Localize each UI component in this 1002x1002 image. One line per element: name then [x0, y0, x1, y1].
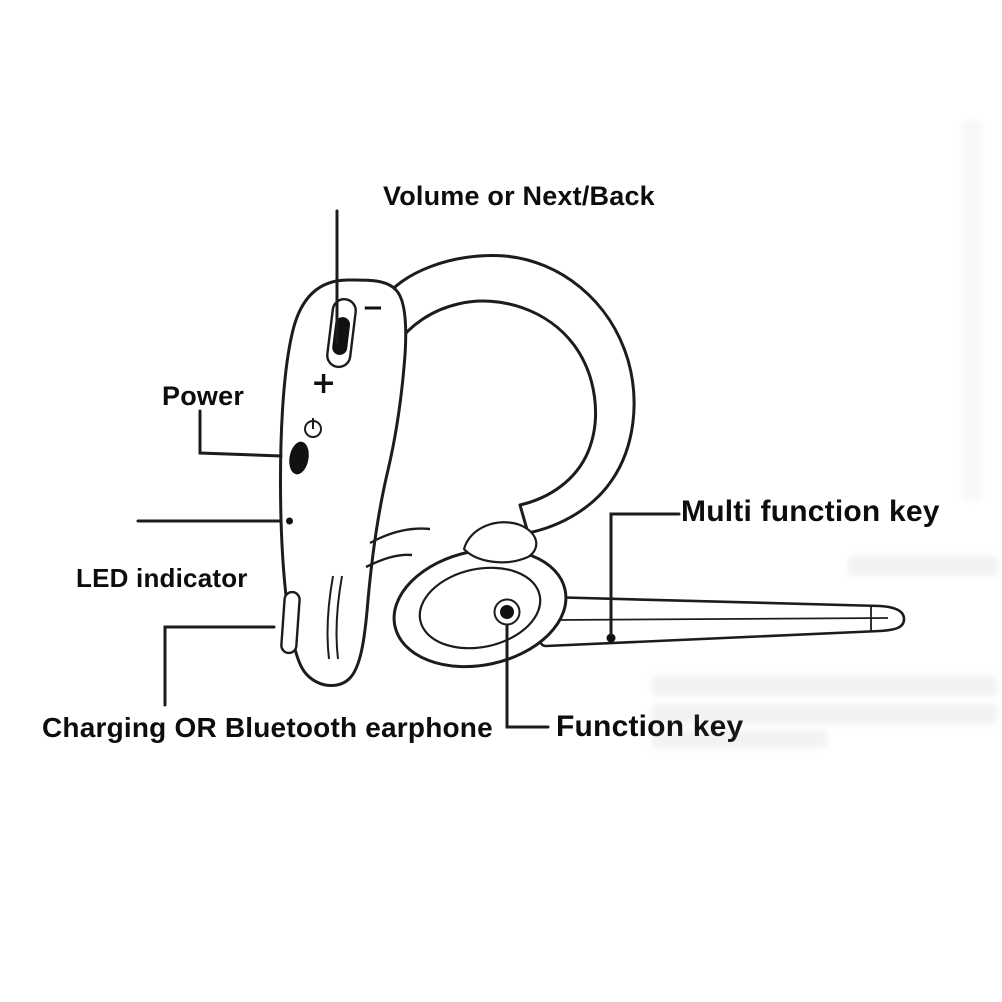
ear-hook	[380, 253, 636, 535]
body-outline	[279, 278, 408, 688]
label-charging-port: Charging OR Bluetooth earphone	[42, 712, 493, 743]
ear-cushion	[392, 547, 568, 669]
boom-outline	[538, 595, 906, 648]
watermark-smudge	[652, 704, 997, 724]
cushion-inner-ring	[418, 566, 542, 650]
body-cushion-neck	[365, 527, 431, 569]
body-seam-line	[326, 575, 334, 660]
hook-pivot-joint	[462, 521, 538, 564]
neck-line	[369, 527, 431, 545]
neck-line	[365, 553, 413, 569]
leader-lines	[136, 209, 681, 729]
label-volume: Volume or Next/Back	[383, 181, 655, 211]
label-led-indicator: LED indicator	[76, 563, 248, 593]
charging-port	[280, 590, 301, 655]
watermark-smudge	[652, 730, 827, 748]
multi-function-key-dot	[606, 633, 616, 643]
plus-mark: +	[311, 366, 336, 401]
minus-mark: −	[362, 293, 384, 323]
body-seam-line	[335, 575, 343, 660]
mic-boom	[538, 595, 906, 648]
label-power: Power	[162, 381, 245, 411]
leader-charging	[163, 625, 276, 707]
leader-function-key	[505, 624, 550, 729]
label-function-key: Function key	[556, 710, 744, 743]
leader-power	[198, 409, 283, 458]
watermark-smudge	[962, 120, 982, 500]
label-multi-function: Multi function key	[681, 495, 940, 528]
power-button	[289, 441, 309, 475]
headset-body	[279, 278, 408, 688]
ear-hook-band	[380, 253, 636, 535]
led-dot	[286, 517, 293, 525]
power-symbol-icon	[304, 418, 322, 438]
leader-multi-function	[609, 512, 681, 636]
watermark-smudge	[848, 556, 998, 576]
function-key-dot	[500, 605, 514, 619]
watermark-smudge	[652, 676, 997, 696]
